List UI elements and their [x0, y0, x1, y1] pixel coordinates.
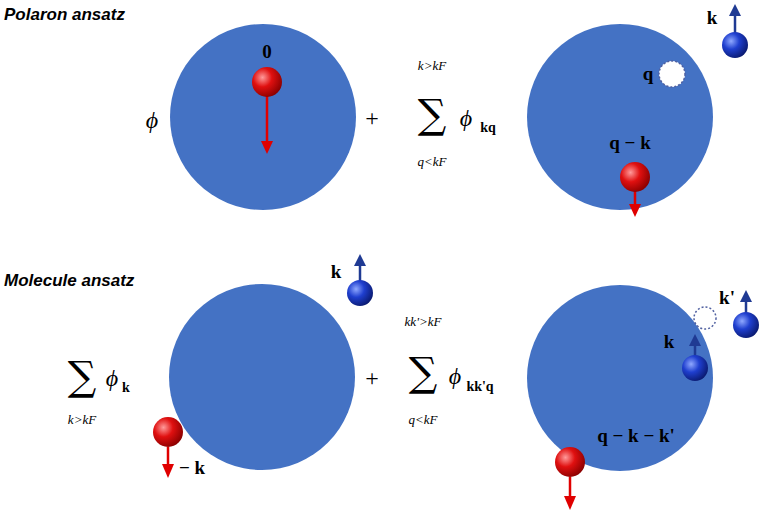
amplitude-symbol: ϕ [106, 365, 118, 391]
amplitude-index: kq [480, 120, 496, 135]
fermi-sea [527, 285, 713, 471]
momentum-label: k [707, 8, 718, 29]
amplitude-symbol: ϕ [460, 105, 472, 131]
majority-particle [722, 4, 748, 58]
sum-limit: k>kF [418, 59, 446, 73]
amplitude-symbol: ϕ [146, 107, 158, 133]
amplitude-symbol: ϕ [449, 363, 461, 389]
impurity-particle [620, 162, 650, 217]
majority-particle [733, 290, 759, 338]
sum-symbol: ∑ [68, 354, 97, 398]
momentum-label: k [331, 262, 342, 283]
plus-sign: + [365, 105, 379, 131]
momentum-label: 0 [262, 42, 272, 63]
impurity-particle [153, 417, 183, 478]
sum-limit: q<kF [409, 413, 438, 427]
impurity-particle [555, 447, 585, 510]
section-title: Polaron ansatz [4, 6, 125, 25]
majority-particle [682, 334, 708, 381]
momentum-label: k [664, 332, 675, 353]
momentum-label: q − k [609, 133, 650, 154]
momentum-label: q − k − k' [597, 426, 675, 447]
sum-limit: kk'>kF [405, 315, 442, 329]
impurity-particle [252, 67, 282, 154]
amplitude-index: k [122, 380, 130, 395]
momentum-label: q [643, 64, 654, 85]
sum-limit: k>kF [68, 413, 96, 427]
section-title: Molecule ansatz [4, 272, 134, 291]
sum-symbol: ∑ [409, 350, 438, 394]
hole [659, 61, 685, 87]
plus-sign: + [365, 365, 379, 391]
sum-limit: q<kF [418, 155, 447, 169]
amplitude-index: kk'q [466, 379, 493, 394]
sum-symbol: ∑ [418, 92, 447, 136]
hole [694, 307, 716, 329]
fermi-sea [169, 284, 355, 470]
momentum-label: k' [719, 288, 735, 309]
majority-particle [347, 254, 373, 306]
fermi-sea [527, 24, 713, 210]
momentum-label: − k [179, 458, 205, 479]
fermi-sea [170, 24, 356, 210]
